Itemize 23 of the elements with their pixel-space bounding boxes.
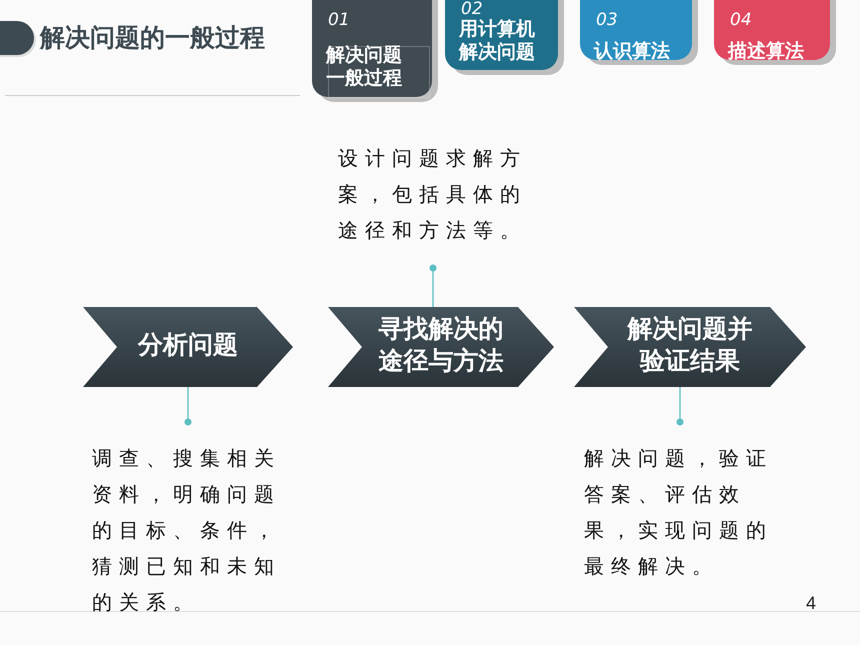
- tab-number: 02: [461, 1, 483, 18]
- chevron-step: 解决问题并验证结果: [574, 307, 806, 387]
- tab-label: 解决问题一般过程: [326, 44, 403, 90]
- chevron-step: 分析问题: [83, 307, 293, 387]
- section-tab: [714, 0, 830, 60]
- page-number: 4: [806, 592, 816, 614]
- tab-label: 认识算法: [594, 40, 671, 63]
- section-tab: [445, 0, 558, 70]
- description-text: 解决问题，验证答案、评估效果，实现问题的最终解决。: [584, 445, 774, 580]
- tab-number: 03: [596, 12, 618, 29]
- slide-title: 解决问题的一般过程: [40, 22, 265, 54]
- leader-line: [676, 387, 684, 426]
- description-text: 设计问题求解方案，包括具体的途径和方法等。: [338, 145, 528, 244]
- tab-number: 01: [328, 12, 350, 29]
- section-tab: [580, 0, 692, 60]
- leader-line: [430, 264, 436, 307]
- tab-number: 04: [730, 12, 752, 29]
- leader-line: [184, 387, 192, 426]
- section-tab: [312, 0, 432, 97]
- tab-label: 描述算法: [728, 40, 805, 63]
- description-text: 调查、搜集相关资料，明确问题的目标、条件，猜测已知和未知的关系。: [92, 445, 282, 616]
- tab-label: 用计算机解决问题: [459, 18, 536, 64]
- chevron-step: 寻找解决的途径与方法: [328, 307, 554, 387]
